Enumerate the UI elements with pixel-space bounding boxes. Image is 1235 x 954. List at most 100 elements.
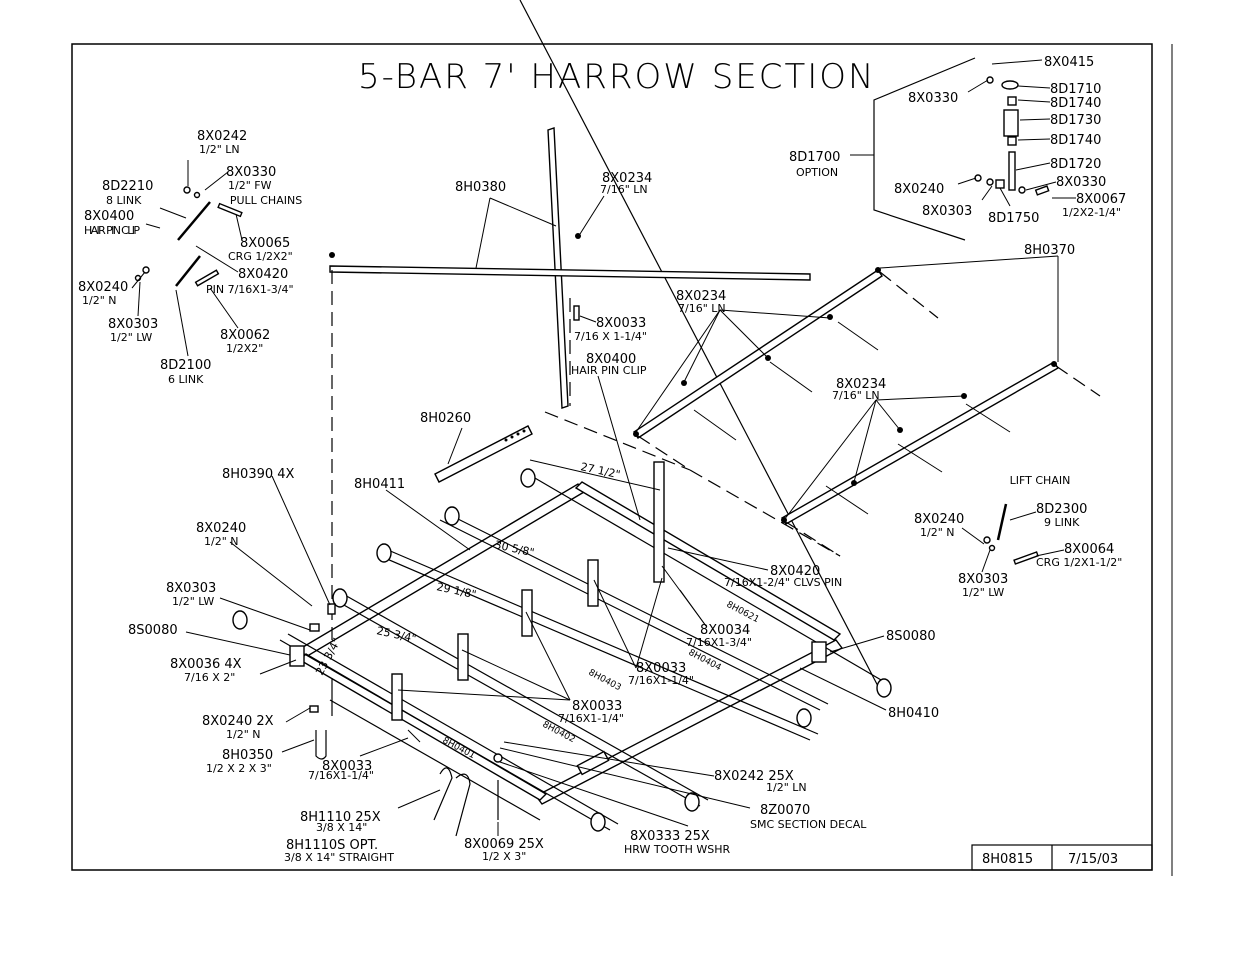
- dim-29-1-8: 29 1/8": [435, 580, 477, 601]
- callout-part: 8D2210: [102, 179, 153, 194]
- callout-desc: 9 LINK: [1044, 516, 1080, 529]
- callout-desc: PIN 7/16X1-3/4": [206, 283, 294, 296]
- callout-desc: 1/2" FW: [228, 179, 272, 192]
- callout-part: 8X0330: [1056, 175, 1106, 190]
- callout-part: 8X0303: [166, 581, 216, 596]
- dim-30-5-8: 30 5/8": [493, 538, 535, 559]
- bar-label-8h0404: 8H0404: [687, 648, 723, 674]
- callout-part: 8X0303: [108, 317, 158, 332]
- callout-desc: OPTION: [796, 166, 838, 179]
- callout-desc: 7/16" LN: [678, 302, 726, 315]
- callout-desc: HAIR PIN CLIP: [84, 224, 140, 237]
- callout-part: 8X0330: [908, 91, 958, 106]
- callout-part: 8D1730: [1050, 113, 1101, 128]
- drawing-border: [71, 43, 1153, 871]
- callout-part: 8H0350: [222, 748, 273, 763]
- drawing-title: 5-BAR 7' HARROW SECTION: [358, 57, 875, 97]
- callout-desc: 1/2X2": [226, 342, 263, 355]
- callout-part: 8X0400: [586, 352, 636, 367]
- callout-desc: 7/16X1-3/4": [686, 636, 752, 649]
- callout-part: 8X0033: [636, 661, 686, 676]
- dim-25-3-4: 25 3/4": [375, 624, 417, 645]
- callout-part: 8H0411: [354, 477, 405, 492]
- callout-part: 8X0062: [220, 328, 270, 343]
- lift-chain-note: LIFT CHAIN: [1010, 474, 1071, 487]
- callout-desc: 7/16X1-1/4": [308, 769, 374, 782]
- callout-part: 8X0303: [922, 204, 972, 219]
- callout-part: 8X0034: [700, 623, 750, 638]
- callout-desc: 8 LINK: [106, 194, 142, 207]
- callout-part: 8D2100: [160, 358, 211, 373]
- callout-labels: 8X0415 8X0330 8D1710 8D1740 8D1730 8D174…: [78, 55, 1126, 864]
- callout-desc: 1/2" LW: [110, 331, 152, 344]
- callout-part: 8X0033: [596, 316, 646, 331]
- callout-part: 8X0333 25X: [630, 829, 710, 844]
- title-block: [971, 844, 1153, 871]
- callout-part: 8X0330: [226, 165, 276, 180]
- callout-desc: 7/16X1-1/4": [558, 712, 624, 725]
- callout-part: 8X0064: [1064, 542, 1114, 557]
- callout-desc: CRG 1/2X1-1/2": [1036, 556, 1122, 569]
- callout-desc: 3/8 X 14": [316, 821, 367, 834]
- callout-desc: 1/2" N: [82, 294, 117, 307]
- callout-desc: 1/2" N: [920, 526, 955, 539]
- callout-desc: 6 LINK: [168, 373, 204, 386]
- callout-desc: 7/16" LN: [832, 389, 880, 402]
- callout-part: 8X0234: [602, 171, 652, 186]
- hardware-left: [309, 603, 503, 837]
- callout-desc: 1/2" LW: [172, 595, 214, 608]
- callout-desc: 1/2" LN: [199, 143, 240, 156]
- callout-part: 8X0234: [836, 377, 886, 392]
- callout-part: 8S0080: [128, 623, 178, 638]
- callout-part: 8H0260: [420, 411, 471, 426]
- callout-part: 8H1110S OPT.: [286, 838, 378, 853]
- callout-part: 8H0390 4X: [222, 467, 295, 482]
- option-parts: [974, 76, 1050, 196]
- callout-part: 8X0240: [78, 280, 128, 295]
- callout-part: 8X0242 25X: [714, 769, 794, 784]
- callout-part: 8X0067: [1076, 192, 1126, 207]
- callout-part: 8H0380: [455, 180, 506, 195]
- callout-part: 8D1750: [988, 211, 1039, 226]
- callout-desc: SMC SECTION DECAL: [750, 818, 867, 831]
- lift-bars: [331, 267, 1101, 640]
- callout-desc: CRG 1/2X2": [228, 250, 293, 263]
- callout-part: 8H1110 25X: [300, 810, 381, 825]
- callout-desc: HAIR PIN CLIP: [571, 364, 647, 377]
- callout-part: 8S0080: [886, 629, 936, 644]
- callout-part: 8X0420: [770, 564, 820, 579]
- callout-part: 8X0240: [914, 512, 964, 527]
- callout-part: 8X0069 25X: [464, 837, 544, 852]
- callout-part: 8X0065: [240, 236, 290, 251]
- callout-desc: 1/2 X 3": [482, 850, 526, 863]
- callout-part: 8X0240: [894, 182, 944, 197]
- callout-desc: 1/2" N: [204, 535, 239, 548]
- callout-desc: 7/16X1-1/4": [628, 674, 694, 687]
- drawing-date: 7/15/03: [1068, 852, 1118, 867]
- callout-part: 8X0036 4X: [170, 657, 242, 672]
- harrow-frame: [232, 0, 892, 832]
- callout-part: 8X0033: [322, 759, 372, 774]
- drawing-number: 8H0815: [982, 852, 1033, 867]
- bar-label-8h0621: 8H0621: [725, 600, 761, 625]
- callout-part: 8D1710: [1050, 82, 1101, 97]
- callout-desc: 1/2" LW: [962, 586, 1004, 599]
- callout-part: 8H0370: [1024, 243, 1075, 258]
- callout-desc: 1/2X2-1/4": [1062, 206, 1121, 219]
- callout-part: 8D1720: [1050, 157, 1101, 172]
- bracket-8h0260: [434, 425, 533, 483]
- callout-part: 8X0234: [676, 289, 726, 304]
- callout-desc: 7/16" LN: [600, 183, 648, 196]
- callout-part: 8X0400: [84, 209, 134, 224]
- callout-part: 8H0410: [888, 706, 939, 721]
- callout-part: 8Z0070: [760, 803, 810, 818]
- callout-desc: 1/2" LN: [766, 781, 807, 794]
- callout-part: 8D2300: [1036, 502, 1087, 517]
- callout-desc: 3/8 X 14" STRAIGHT: [284, 851, 394, 864]
- callout-part: 8D1700: [789, 150, 840, 165]
- callout-part: 8X0240 2X: [202, 714, 274, 729]
- callout-desc: 1/2 X 2 X 3": [206, 762, 272, 775]
- evener-assembly: [329, 127, 811, 409]
- pull-chains: [134, 186, 1039, 565]
